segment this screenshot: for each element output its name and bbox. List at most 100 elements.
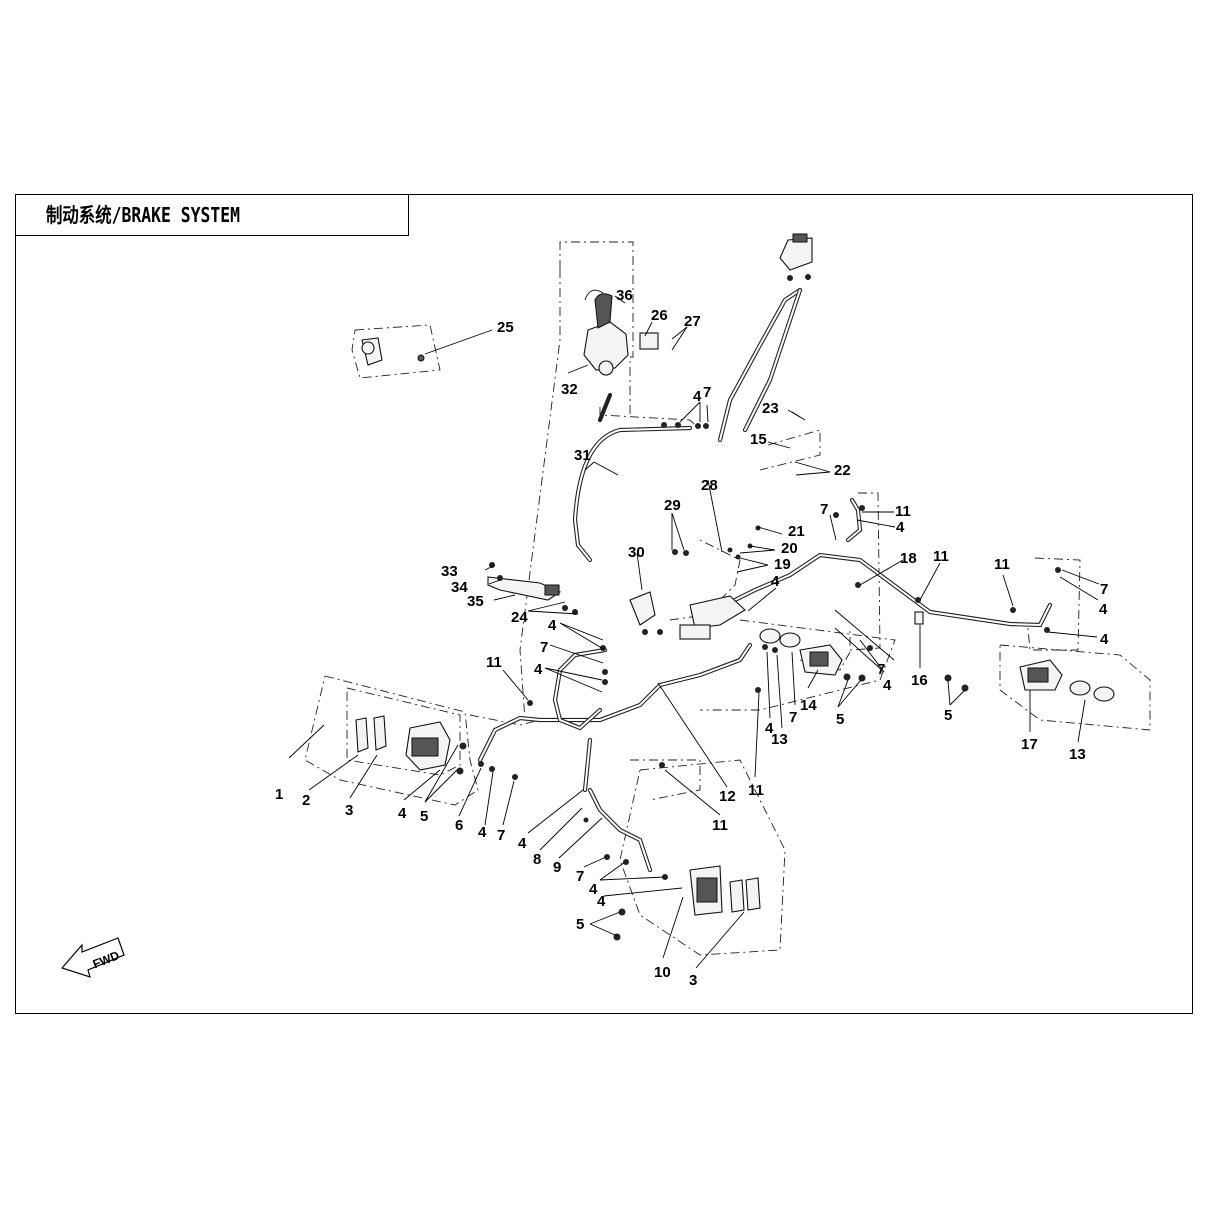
callout-4: 4 [1100,631,1109,648]
rear-left-caliper-outline [700,619,896,711]
rear-right-caliper [1019,659,1115,702]
page-title: 制动系统/BRAKE SYSTEM [46,203,240,227]
callout-25: 25 [497,319,514,336]
callout-7: 7 [576,868,584,885]
callout-19: 19 [774,556,791,573]
callout-31: 31 [574,447,591,464]
callout-34: 34 [451,579,468,596]
fluid-reservoir [779,233,813,271]
callout-4: 4 [896,519,905,536]
callout-4: 4 [693,388,702,405]
callout-21: 21 [788,523,805,540]
callout-4: 4 [883,677,892,694]
callout-23: 23 [762,400,779,417]
callout-numbers: 36 26 27 25 32 4 7 23 15 22 31 28 29 21 … [275,287,1109,989]
callout-18: 18 [900,550,917,567]
callout-1: 1 [275,786,283,803]
callout-26: 26 [651,307,668,324]
callout-32: 32 [561,381,578,398]
callout-4: 4 [398,805,407,822]
callout-29: 29 [664,497,681,514]
callout-4: 4 [765,720,774,737]
bracket-outline [351,324,441,379]
callout-20: 20 [781,540,798,557]
hose-mid-outline [630,759,701,801]
callout-7: 7 [497,827,505,844]
callout-5: 5 [576,916,584,933]
callout-22: 22 [834,462,851,479]
master-outlet [597,392,613,423]
front-left-caliper [355,715,451,771]
drawing-border [15,194,1193,1014]
mid-caliper-outline [799,651,851,671]
title-block: 制动系统/BRAKE SYSTEM [15,194,409,236]
front-right-caliper-outline [619,759,786,956]
fasteners [456,274,1061,941]
callout-9: 9 [553,859,561,876]
proportioning-valve [629,591,746,640]
callout-24: 24 [511,609,528,626]
callout-5: 5 [944,707,952,724]
callout-3: 3 [689,972,697,989]
callout-15: 15 [750,431,767,448]
brake-lines [477,287,1053,873]
rear-left-caliper [759,628,843,676]
callout-11: 11 [712,817,728,834]
callout-4: 4 [1099,601,1108,618]
forward-arrow: FWD [60,937,125,978]
callout-4: 4 [589,881,598,898]
callout-11: 11 [994,556,1010,573]
callout-13: 13 [771,731,788,748]
callout-28: 28 [701,477,718,494]
callout-11: 11 [933,548,949,565]
reservoir-outline [759,429,821,471]
callout-4: 4 [771,573,780,590]
callout-4: 4 [534,661,543,678]
brake-line-21 [717,287,803,443]
switch-bracket [361,337,425,366]
callout-30: 30 [628,544,645,561]
master-line-outline [599,407,701,431]
front-left-pad-outline [346,687,461,776]
callout-17: 17 [1021,736,1038,753]
brake-line-31 [572,425,693,563]
master-cylinder-outline [559,241,634,418]
callout-8: 8 [533,851,541,868]
callout-7: 7 [877,661,885,678]
callout-11: 7 [820,501,828,518]
callout-11: 11 [486,654,502,671]
callout-16: 16 [911,672,928,689]
callout-7: 7 [540,639,548,656]
callout-7: 11 [895,503,911,520]
callout-7: 7 [703,384,711,401]
callout-14: 14 [800,697,817,714]
callout-7: 7 [789,709,797,726]
callout-4: 4 [518,835,527,852]
callout-10: 10 [654,964,671,981]
callout-2: 2 [302,792,310,809]
hose-union [914,611,924,625]
callout-4: 4 [597,893,606,910]
front-right-caliper [689,865,761,916]
callout-6: 6 [455,817,463,834]
hose-front-outline [469,714,541,726]
callout-27: 27 [684,313,701,330]
callout-7: 7 [1100,581,1108,598]
leader-lines [288,295,1100,969]
callout-36: 36 [616,287,633,304]
callout-4: 4 [548,617,557,634]
callout-3: 3 [345,802,353,819]
brake-line-6 [552,647,608,731]
brake-line-12 [477,642,753,763]
callout-5: 5 [420,808,428,825]
callout-35: 35 [467,593,484,610]
rear-right-caliper-outline [999,644,1151,731]
callout-13: 13 [1069,746,1086,763]
callout-5: 5 [836,711,844,728]
callout-11: 11 [748,782,764,799]
callout-12: 12 [719,788,736,805]
master-cylinder [583,289,659,376]
brake-pedal [487,576,562,601]
front-left-caliper-outline [304,675,479,806]
far-right-outline [1027,557,1081,651]
